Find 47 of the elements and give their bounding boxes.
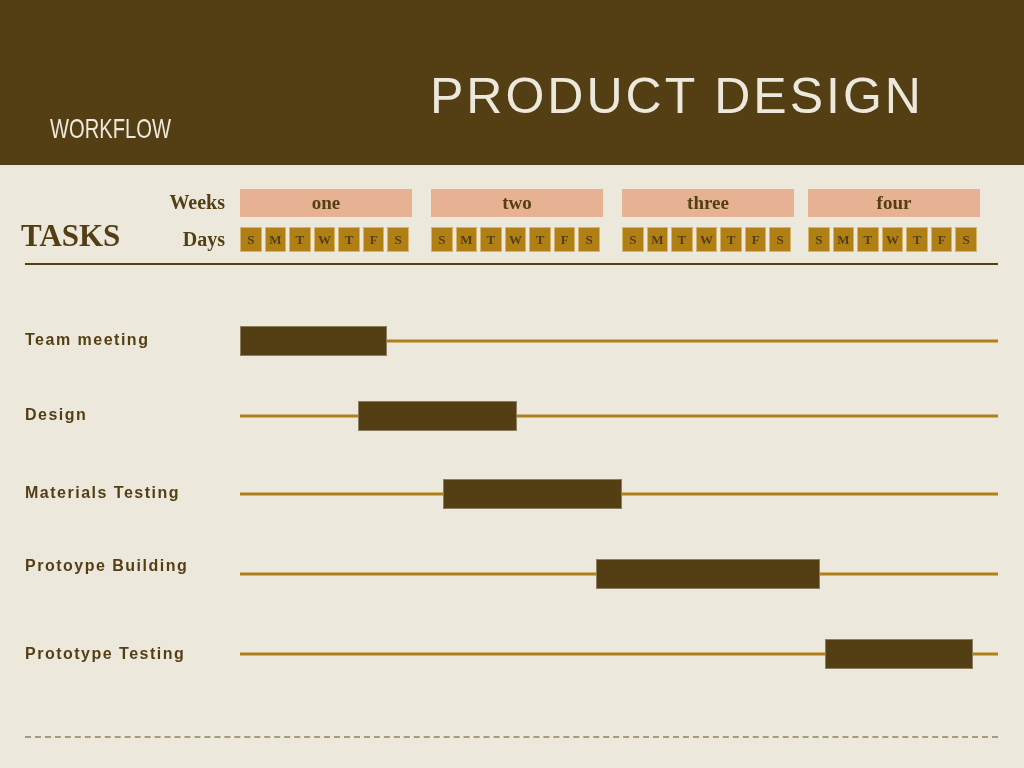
day-header: T <box>671 227 693 252</box>
day-header: T <box>289 227 311 252</box>
day-header: W <box>695 227 718 252</box>
row-header: Weeks <box>169 191 225 214</box>
task-label: Prototype Testing <box>25 645 186 664</box>
day-header: S <box>431 227 453 252</box>
day-header: T <box>529 227 551 252</box>
task-label: Design <box>25 406 88 425</box>
day-header: T <box>720 227 742 252</box>
row-header: Days <box>182 228 225 251</box>
task-bar <box>443 479 622 509</box>
day-header: S <box>387 227 409 252</box>
task-bar <box>825 639 973 669</box>
column-header: TASKS <box>21 218 121 254</box>
week-header: two <box>431 189 603 217</box>
day-header: S <box>578 227 600 252</box>
day-header: M <box>832 227 855 252</box>
day-header: F <box>930 227 953 252</box>
day-header: M <box>646 227 669 252</box>
day-header: W <box>313 227 336 252</box>
task-bar <box>595 559 821 589</box>
task-bar <box>240 326 388 356</box>
day-header: F <box>553 227 576 252</box>
day-header: W <box>881 227 904 252</box>
day-header: S <box>808 227 830 252</box>
day-header: W <box>504 227 527 252</box>
subtitle: WORKFLOW <box>50 113 171 146</box>
day-header: S <box>769 227 791 252</box>
task-label: Protoype Building <box>25 557 189 576</box>
task-bar <box>357 401 517 431</box>
page-title: PRODUCT DESIGN <box>430 68 924 126</box>
day-header: F <box>744 227 767 252</box>
day-header: T <box>338 227 360 252</box>
day-header: S <box>955 227 977 252</box>
task-label: Team meeting <box>25 331 150 350</box>
week-header: three <box>622 189 794 217</box>
week-header: one <box>240 189 412 217</box>
day-header: T <box>480 227 502 252</box>
day-header: S <box>240 227 262 252</box>
week-header: four <box>808 189 980 217</box>
day-header: M <box>455 227 478 252</box>
task-label: Materials Testing <box>25 484 180 503</box>
day-header: T <box>857 227 879 252</box>
day-header: T <box>906 227 928 252</box>
day-header: M <box>264 227 287 252</box>
day-header: S <box>622 227 644 252</box>
day-header: F <box>362 227 385 252</box>
